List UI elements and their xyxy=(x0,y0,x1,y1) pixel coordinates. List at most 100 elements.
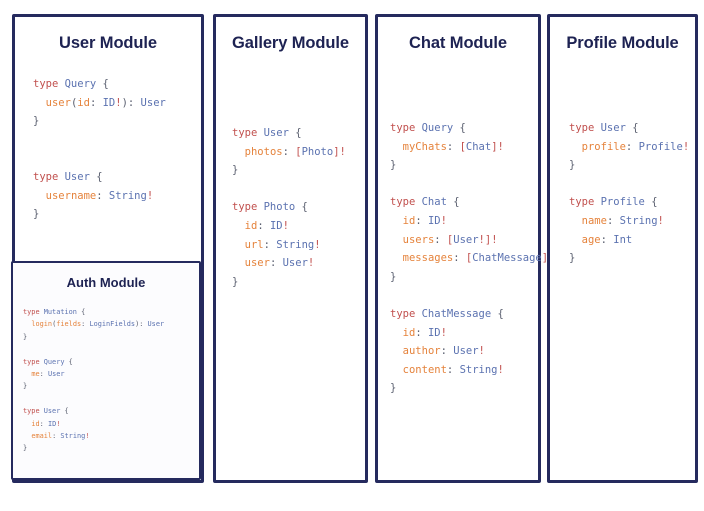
code-token: author xyxy=(402,345,441,358)
code-token: ( xyxy=(70,96,78,109)
code-token: url xyxy=(244,238,264,251)
code-token: : xyxy=(415,214,428,227)
panel-user-module[interactable]: User Module type Query { user(id: ID!): … xyxy=(11,14,204,483)
code-token xyxy=(33,97,46,109)
code-token: type xyxy=(390,122,422,134)
code-token: User xyxy=(600,122,626,134)
code-token: type xyxy=(23,357,44,366)
code-token: : xyxy=(39,370,48,379)
code-token: ! xyxy=(314,238,321,251)
code-token: ID xyxy=(427,326,441,339)
code-token: id xyxy=(244,219,258,232)
code-token: id xyxy=(402,326,416,339)
code-token: ! xyxy=(657,214,664,227)
code-token: ID xyxy=(269,219,283,232)
code-token xyxy=(33,190,46,202)
panel-chat-module[interactable]: Chat Module type Query { myChats: [Chat]… xyxy=(375,14,554,483)
code-token: ]! xyxy=(333,145,346,158)
code-token: { xyxy=(64,357,73,366)
code-token: ! xyxy=(682,140,690,153)
code-token: ): xyxy=(121,96,141,109)
code-token: { xyxy=(644,196,658,209)
code-token: : xyxy=(446,363,460,376)
code-token xyxy=(569,215,582,227)
code-token: user xyxy=(45,96,71,109)
code-token: type xyxy=(569,196,601,209)
code-token: : xyxy=(269,257,283,270)
code-token: ! xyxy=(85,432,90,441)
schema-code-profile: type User { profile: Profile! } type Pro… xyxy=(550,119,695,268)
code-token: type xyxy=(390,196,422,209)
code-token: myChats xyxy=(402,140,447,153)
code-token: Chat xyxy=(421,196,447,209)
code-token: } xyxy=(390,382,397,395)
code-token: email xyxy=(31,432,53,441)
code-token xyxy=(569,234,582,246)
schema-code-auth: type Mutation { login(fields: LoginField… xyxy=(13,306,199,455)
code-token: : xyxy=(263,238,277,251)
code-token: id xyxy=(402,214,416,227)
code-token xyxy=(390,215,403,227)
code-token: type xyxy=(23,308,44,316)
code-token: ]! xyxy=(491,140,504,153)
code-token: : xyxy=(39,419,48,428)
code-token: : xyxy=(96,189,109,202)
code-token: Query xyxy=(421,122,454,134)
code-token: { xyxy=(96,78,109,90)
panel-profile-module[interactable]: Profile Module type User { profile: Prof… xyxy=(547,14,698,483)
code-token: } xyxy=(569,252,576,265)
code-token: { xyxy=(89,170,103,183)
code-token: Profile xyxy=(638,140,683,153)
panel-gallery-module[interactable]: Gallery Module type User { photos: [Phot… xyxy=(213,14,368,483)
code-token: User xyxy=(64,170,90,183)
code-token: : xyxy=(453,252,466,265)
code-token: } xyxy=(33,115,40,128)
code-token: User xyxy=(47,370,65,379)
code-token: Int xyxy=(613,233,633,246)
code-token: } xyxy=(390,270,397,283)
schema-code-user: type Query { user(id: ID!): User } type … xyxy=(15,75,201,224)
code-token xyxy=(390,345,403,357)
code-token: ID xyxy=(427,214,441,227)
code-token: ): xyxy=(135,320,148,329)
code-token: type xyxy=(232,127,264,139)
panel-title-auth: Auth Module xyxy=(66,275,146,290)
code-token xyxy=(569,141,582,153)
code-token: ( xyxy=(52,320,57,329)
code-token: User xyxy=(263,127,289,139)
code-token: ID xyxy=(47,419,57,428)
code-token xyxy=(390,327,403,339)
code-token: User xyxy=(43,407,61,416)
code-token: String xyxy=(108,189,147,202)
code-token: ! xyxy=(146,189,154,202)
schema-code-gallery: type User { photos: [Photo]! } type Phot… xyxy=(216,124,365,291)
code-token: User xyxy=(453,345,479,358)
code-token xyxy=(390,364,403,376)
code-token: User xyxy=(147,320,165,329)
code-token: : xyxy=(600,233,614,246)
code-token: type xyxy=(23,407,44,416)
code-token: Query xyxy=(43,357,65,366)
code-token: content xyxy=(402,363,447,376)
code-token: ! xyxy=(115,96,122,109)
code-token: String xyxy=(276,238,315,251)
code-token: User xyxy=(140,96,166,109)
code-token: ! xyxy=(497,363,504,376)
code-token: { xyxy=(491,307,504,320)
panel-auth-module[interactable]: Auth Module type Mutation { login(fields… xyxy=(11,261,201,480)
code-token: [ xyxy=(465,252,473,265)
code-token: : xyxy=(446,140,460,153)
code-token: User xyxy=(282,257,308,270)
code-token: { xyxy=(453,122,466,134)
code-token: type xyxy=(232,201,264,214)
code-token: name xyxy=(581,214,607,227)
code-token: String xyxy=(459,363,498,376)
code-token: : xyxy=(89,96,103,109)
code-token: username xyxy=(45,189,97,202)
code-token: } xyxy=(390,159,397,172)
code-token: login xyxy=(31,320,53,329)
code-token: ! xyxy=(478,345,485,358)
code-token: } xyxy=(232,275,239,288)
code-token: profile xyxy=(581,140,626,153)
